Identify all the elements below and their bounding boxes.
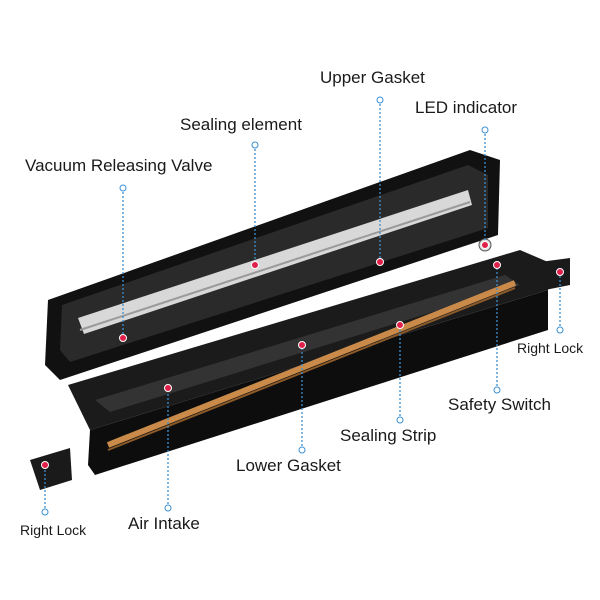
label-air-intake: Air Intake	[128, 514, 200, 533]
marker-dot-sealing-strip	[396, 321, 404, 329]
marker-dot-sealing-element	[251, 261, 259, 269]
leader-anchor-led-indicator	[481, 126, 489, 134]
label-led-indicator: LED indicator	[415, 98, 518, 117]
right-lock-left-part	[30, 448, 72, 490]
lower-gasket-channel	[95, 275, 520, 412]
marker-dot-safety-switch	[493, 261, 501, 269]
marker-dot-lower-gasket	[298, 341, 306, 349]
marker-dot-right-lock-left	[41, 461, 49, 469]
label-safety-switch: Safety Switch	[448, 395, 551, 414]
marker-dot-right-lock-right	[556, 268, 564, 276]
leader-anchor-safety-switch	[493, 386, 501, 394]
label-sealing-strip: Sealing Strip	[340, 426, 437, 445]
leader-anchor-sealing-element	[251, 141, 259, 149]
leader-anchor-air-intake	[164, 504, 172, 512]
lower-base-front	[88, 290, 548, 475]
label-lower-gasket: Lower Gasket	[236, 456, 341, 475]
label-vacuum-releasing-valve: Vacuum Releasing Valve	[25, 156, 213, 175]
sealing-strip	[106, 280, 517, 448]
marker-dot-upper-gasket	[376, 258, 384, 266]
right-lock-right-part	[540, 258, 570, 290]
marker-dot-air-intake	[164, 384, 172, 392]
leader-anchor-right-lock-left	[41, 508, 49, 516]
marker-dot-led-indicator	[481, 241, 489, 249]
leader-lines	[41, 96, 564, 516]
leader-anchor-lower-gasket	[298, 446, 306, 454]
label-upper-gasket: Upper Gasket	[320, 68, 425, 87]
marker-dot-vacuum-releasing-valve	[119, 334, 127, 342]
label-right-lock-left: Right Lock	[20, 522, 87, 538]
leader-anchor-sealing-strip	[396, 416, 404, 424]
leader-anchor-upper-gasket	[376, 96, 384, 104]
leader-anchor-vacuum-releasing-valve	[119, 184, 127, 192]
label-right-lock-right: Right Lock	[517, 340, 584, 356]
label-sealing-element: Sealing element	[180, 115, 302, 134]
leader-anchor-right-lock-right	[556, 326, 564, 334]
